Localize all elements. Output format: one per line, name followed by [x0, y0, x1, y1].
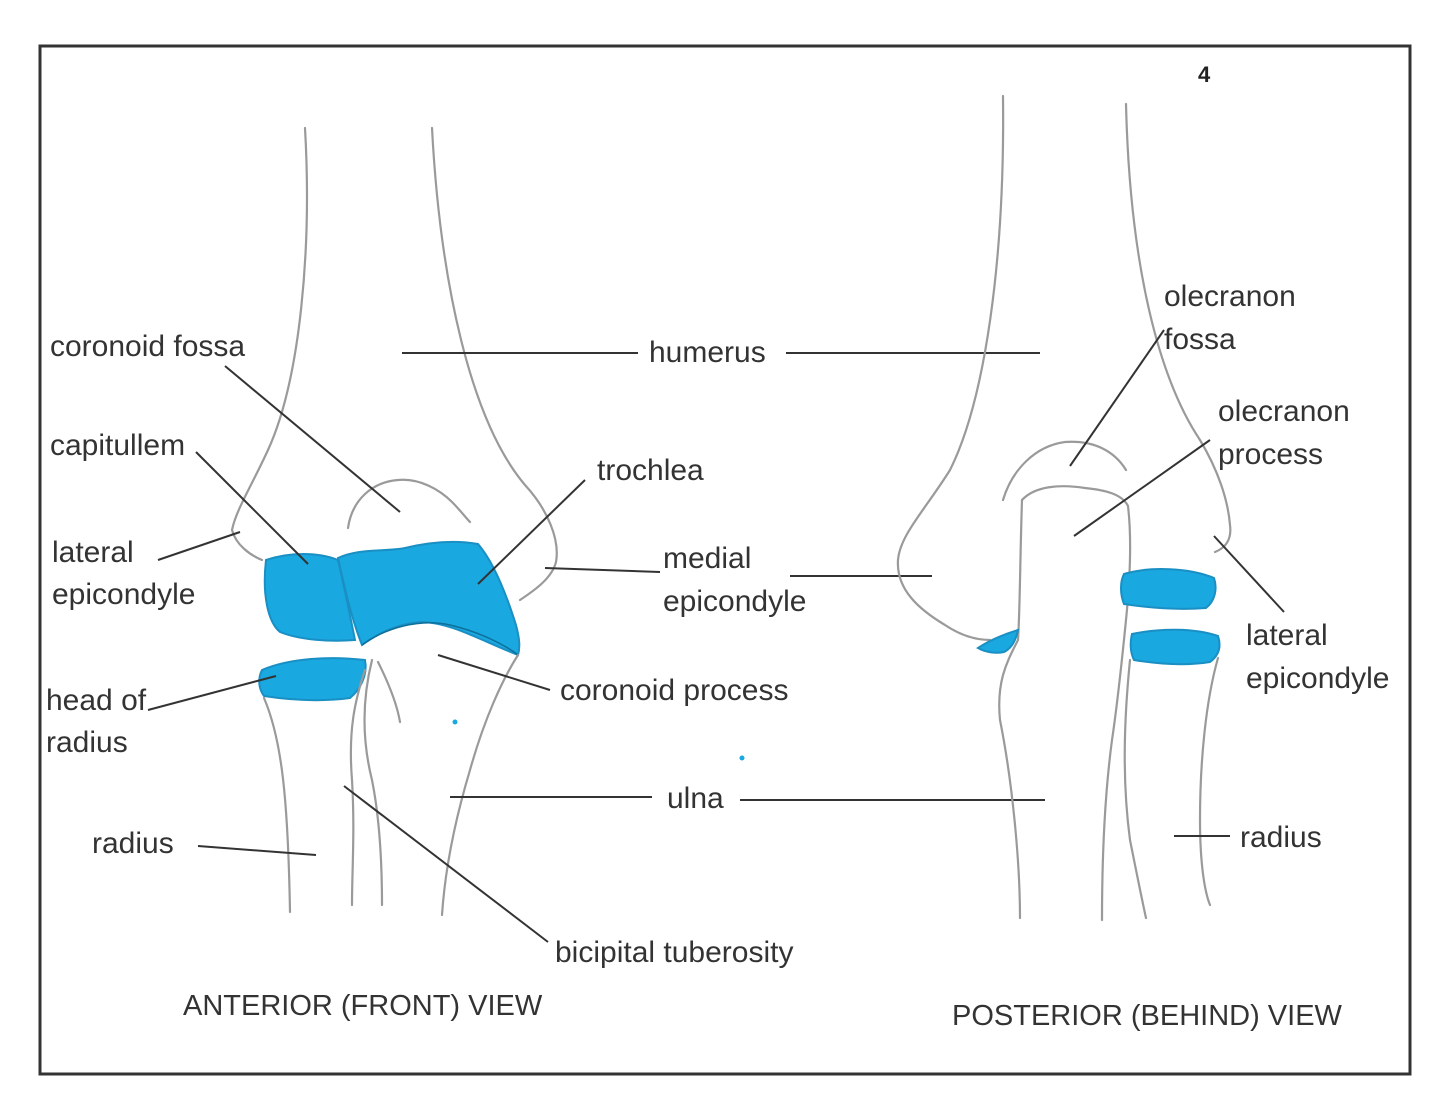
- page-number: 4: [1198, 62, 1211, 87]
- label-trochlea: trochlea: [597, 454, 704, 487]
- radial-head-cartilage: [258, 657, 367, 702]
- humerus-outline-anterior-right: [430, 126, 558, 602]
- label-head-of-radius-line1: head of: [46, 684, 147, 717]
- posterior-upper-cartilage: [1120, 568, 1217, 610]
- label-lateral-epicondyle-anterior-line2: epicondyle: [52, 578, 195, 611]
- trochlea-groove: [361, 622, 519, 656]
- leader-lateral-epicondyle-anterior: [157, 531, 241, 561]
- label-bicipital-tuberosity: bicipital tuberosity: [555, 936, 793, 969]
- leader-olecranon-process: [1073, 439, 1211, 537]
- anterior-view: coronoid fossa capitullem lateral epicon…: [46, 126, 793, 1022]
- humerus-outline-posterior-left: [896, 94, 1005, 642]
- ulna-outline-anterior: [440, 653, 520, 917]
- olecranon-outline: [1020, 485, 1132, 922]
- diagram-border: [38, 44, 1412, 1076]
- label-ulna: ulna: [667, 782, 724, 815]
- ulna-outline-posterior-left: [998, 498, 1024, 920]
- label-head-of-radius-line2: radius: [46, 726, 128, 759]
- label-coronoid-process: coronoid process: [560, 674, 788, 707]
- leader-radius-anterior: [197, 845, 317, 856]
- leader-medial-epicondyle-anterior: [544, 567, 661, 573]
- leader-head-of-radius: [147, 675, 277, 711]
- label-radius-anterior: radius: [92, 827, 174, 860]
- label-lateral-epicondyle-anterior-line1: lateral: [52, 536, 134, 569]
- radius-outline-posterior-right: [1198, 656, 1220, 907]
- label-olecranon-fossa-line1: olecranon: [1164, 280, 1296, 313]
- radius-inner-line: [363, 658, 384, 907]
- label-medial-epicondyle-line1: medial: [663, 542, 751, 575]
- ulna-inner-line: [376, 660, 402, 724]
- capitulum-cartilage: [263, 553, 357, 642]
- coronoid-fossa-outline: [346, 478, 472, 530]
- label-lateral-epicondyle-posterior-line2: epicondyle: [1246, 662, 1389, 695]
- speck: [739, 755, 745, 761]
- olecranon-fossa-outline: [1001, 440, 1128, 502]
- leader-lateral-epicondyle-posterior: [1213, 535, 1285, 613]
- anterior-view-title: ANTERIOR (FRONT) VIEW: [183, 990, 543, 1022]
- radius-outline-posterior-left: [1123, 658, 1148, 920]
- label-capitullem: capitullem: [50, 429, 185, 462]
- speck: [452, 719, 458, 725]
- leader-trochlea: [477, 479, 586, 585]
- shared-labels: humerus medial epicondyle ulna: [402, 336, 1045, 815]
- label-olecranon-process-line1: olecranon: [1218, 395, 1350, 428]
- posterior-lower-cartilage: [1129, 628, 1221, 666]
- trochlea-cartilage: [336, 540, 521, 657]
- leader-olecranon-fossa: [1069, 329, 1165, 467]
- posterior-small-cartilage: [976, 628, 1020, 654]
- leader-coronoid-fossa: [224, 365, 401, 513]
- label-coronoid-fossa: coronoid fossa: [50, 330, 245, 363]
- label-olecranon-process-line2: process: [1218, 438, 1323, 471]
- radius-outline-anterior-left: [262, 696, 292, 914]
- label-radius-posterior: radius: [1240, 821, 1322, 854]
- posterior-view-title: POSTERIOR (BEHIND) VIEW: [952, 1000, 1343, 1032]
- leader-capitullem: [195, 451, 309, 565]
- label-olecranon-fossa-line2: fossa: [1164, 323, 1236, 356]
- leader-coronoid-process: [437, 654, 551, 691]
- leader-bicipital-tuberosity: [343, 785, 549, 943]
- label-lateral-epicondyle-posterior-line1: lateral: [1246, 619, 1328, 652]
- label-humerus: humerus: [649, 336, 766, 369]
- humerus-outline-posterior-right: [1124, 102, 1232, 554]
- label-medial-epicondyle-line2: epicondyle: [663, 585, 806, 618]
- humerus-outline-anterior: [230, 126, 308, 562]
- radius-outline-anterior-right: [349, 668, 367, 907]
- posterior-view: olecranon fossa olecranon process latera…: [896, 94, 1389, 1032]
